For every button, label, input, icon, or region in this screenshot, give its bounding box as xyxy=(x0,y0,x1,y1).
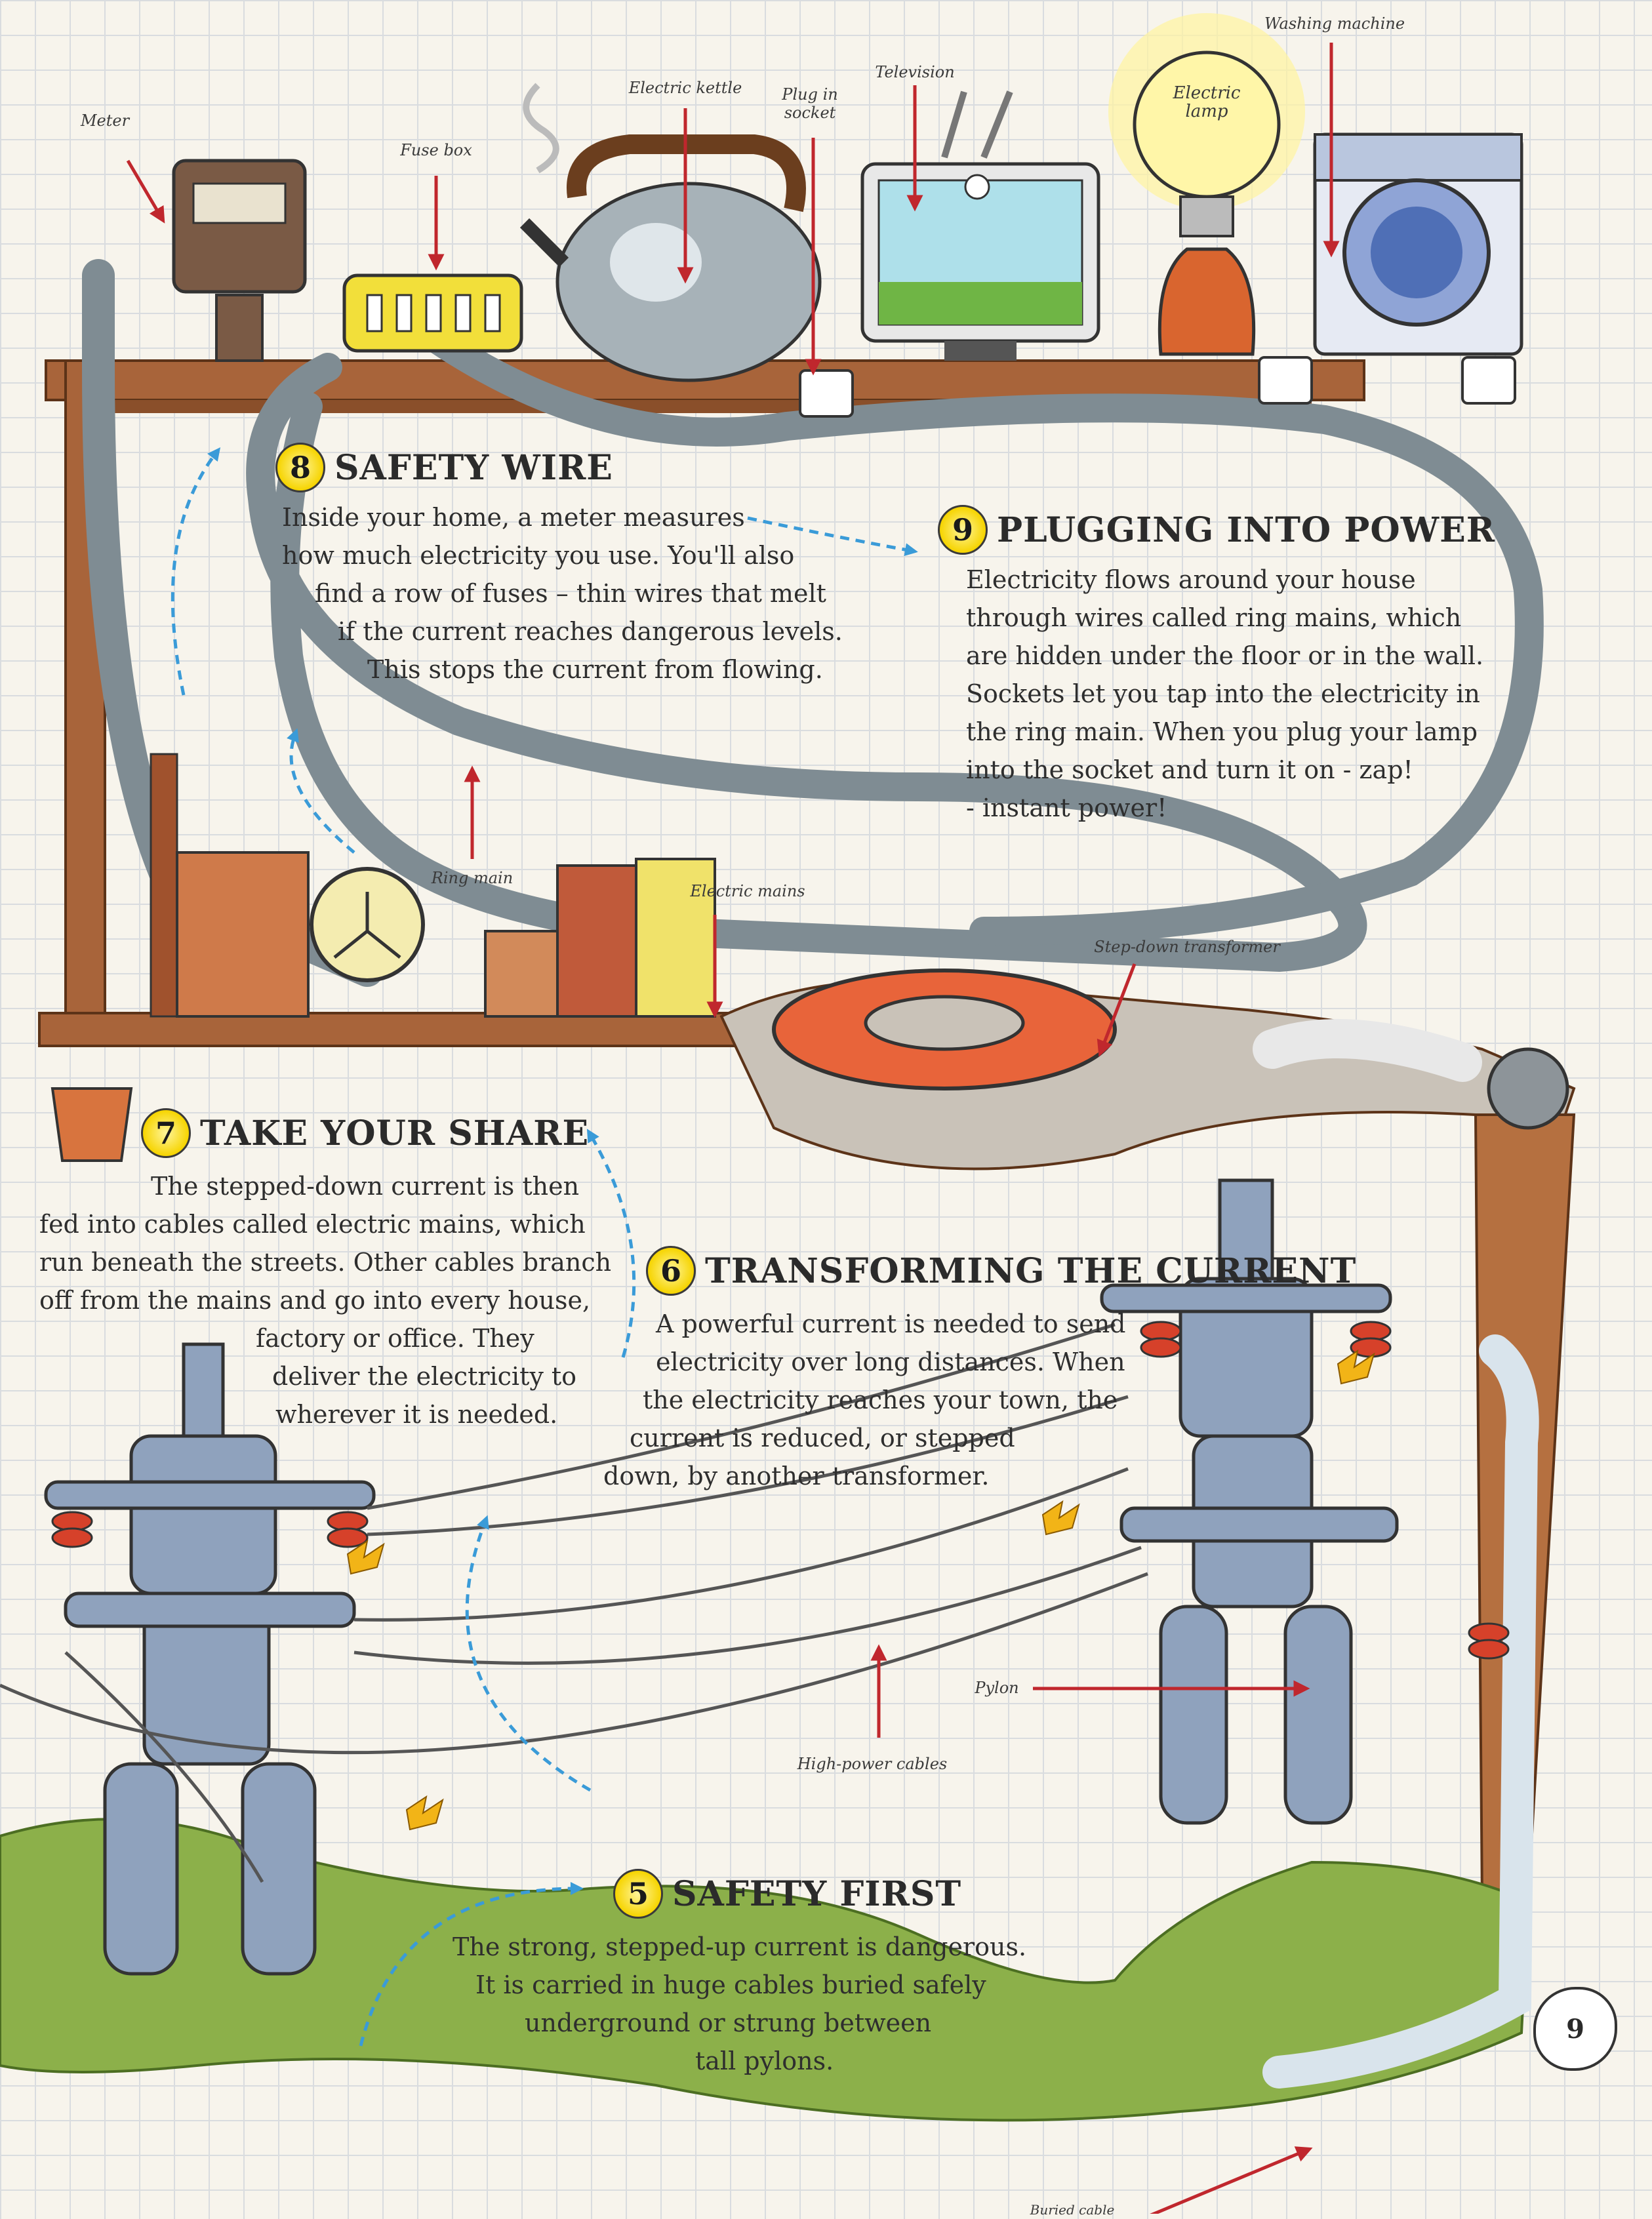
insulators xyxy=(51,1321,1510,1660)
transformer-illustration xyxy=(772,969,1569,1130)
section-transforming-the-current: 6 TRANSFORMING THE CURRENT xyxy=(646,1246,1356,1296)
section-heading: 6 TRANSFORMING THE CURRENT xyxy=(646,1246,1356,1296)
text-line: Inside your home, a meter measures xyxy=(282,503,745,532)
section-title: SAFETY WIRE xyxy=(334,447,613,488)
text-line: deliver the electricity to xyxy=(272,1362,577,1391)
section-take-your-share-text: The stepped-down current is then fed int… xyxy=(39,1167,611,1433)
flower-pot xyxy=(50,1087,133,1162)
text-line: The stepped-down current is then xyxy=(151,1172,580,1201)
washing-machine-illustration xyxy=(1313,132,1523,356)
label-electric-kettle: Electric kettle xyxy=(628,79,742,97)
label-ring-main: Ring main xyxy=(431,869,514,887)
label-plug-in-socket-line1: Plug in xyxy=(782,85,838,104)
text-line: - instant power! xyxy=(966,793,1167,822)
text-line: are hidden under the floor or in the wal… xyxy=(966,641,1484,670)
section-title: PLUGGING INTO POWER xyxy=(997,510,1495,550)
section-safety-first-text: The strong, stepped-up current is danger… xyxy=(453,1928,1026,2080)
text-line: Electricity flows around your house xyxy=(966,565,1416,594)
section-title: TRANSFORMING THE CURRENT xyxy=(705,1250,1357,1291)
lamp-illustration xyxy=(1108,13,1305,356)
text-line: down, by another transformer. xyxy=(603,1462,990,1490)
text-line: find a row of fuses – thin wires that me… xyxy=(315,579,826,608)
pylon-right xyxy=(1100,1178,1399,1825)
text-line: how much electricity you use. You'll als… xyxy=(282,541,795,570)
label-electric-lamp: Electric lamp xyxy=(1161,84,1253,121)
label-meter: Meter xyxy=(80,111,130,130)
text-line: A powerful current is needed to send xyxy=(656,1309,1126,1338)
text-line: through wires called ring mains, which xyxy=(966,603,1462,632)
label-fuse-box: Fuse box xyxy=(400,141,472,159)
text-line: The strong, stepped-up current is danger… xyxy=(453,1932,1027,1961)
step-number-badge: 6 xyxy=(646,1246,696,1296)
text-line: fed into cables called electric mains, w… xyxy=(39,1210,586,1239)
section-heading: 7 TAKE YOUR SHARE xyxy=(141,1108,589,1158)
section-title: TAKE YOUR SHARE xyxy=(200,1113,590,1153)
section-plugging-into-power: 9 PLUGGING INTO POWER xyxy=(938,505,1495,555)
text-line: if the current reaches dangerous levels. xyxy=(338,617,843,646)
section-heading: 5 SAFETY FIRST xyxy=(613,1869,961,1919)
text-line: electricity over long distances. When xyxy=(656,1348,1125,1376)
text-line: run beneath the streets. Other cables br… xyxy=(39,1248,612,1277)
label-plug-in-socket-line2: socket xyxy=(784,104,836,122)
section-safety-wire-text: Inside your home, a meter measures how m… xyxy=(282,498,843,689)
section-transforming-the-current-text: A powerful current is needed to send ele… xyxy=(603,1305,1126,1495)
step-number-badge: 8 xyxy=(275,443,325,492)
label-buried-cable: Buried cable xyxy=(1030,2202,1115,2218)
label-electric-lamp-line1: Electric xyxy=(1173,83,1241,103)
section-take-your-share: 7 TAKE YOUR SHARE xyxy=(141,1108,589,1158)
text-line: This stops the current from flowing. xyxy=(367,655,823,684)
step-number-badge: 7 xyxy=(141,1108,191,1158)
kettle-illustration xyxy=(519,83,822,382)
fuse-box-illustration xyxy=(342,273,523,353)
label-step-down-transformer: Step-down transformer xyxy=(1094,938,1280,956)
flow-arrows xyxy=(171,447,918,2047)
pylon-left xyxy=(44,1342,376,1976)
text-line: factory or office. They xyxy=(256,1324,534,1353)
section-heading: 9 PLUGGING INTO POWER xyxy=(938,505,1495,555)
text-line: into the socket and turn it on - zap! xyxy=(966,755,1413,784)
section-title: SAFETY FIRST xyxy=(672,1873,962,1914)
text-line: off from the mains and go into every hou… xyxy=(39,1286,591,1315)
page-number: 9 xyxy=(1533,1987,1617,2071)
text-line: tall pylons. xyxy=(695,2047,834,2075)
section-plugging-into-power-text: Electricity flows around your house thro… xyxy=(966,561,1483,827)
grass-ground xyxy=(0,1334,1539,2122)
label-plug-in-socket: Plug in socket xyxy=(774,85,846,122)
label-high-power-cables: High-power cables xyxy=(797,1755,948,1773)
text-line: Sockets let you tap into the electricity… xyxy=(966,679,1480,708)
label-electric-mains: Electric mains xyxy=(690,882,805,900)
sockets xyxy=(799,356,1516,418)
section-safety-wire: 8 SAFETY WIRE xyxy=(275,443,613,492)
label-electric-lamp-line2: lamp xyxy=(1185,102,1228,121)
text-line: underground or strung between xyxy=(525,2009,932,2037)
step-number-badge: 9 xyxy=(938,505,988,555)
section-heading: 8 SAFETY WIRE xyxy=(275,443,613,492)
text-line: the ring main. When you plug your lamp xyxy=(966,717,1478,746)
meter-illustration xyxy=(172,159,307,362)
label-television: Television xyxy=(875,63,955,81)
text-line: current is reduced, or stepped xyxy=(630,1424,1015,1452)
text-line: the electricity reaches your town, the xyxy=(643,1386,1118,1414)
junction-box xyxy=(310,867,425,982)
high-power-cables xyxy=(0,1323,1148,1883)
ring-main-cable xyxy=(246,353,1367,972)
step-number-badge: 5 xyxy=(613,1869,663,1919)
label-washing-machine: Washing machine xyxy=(1264,14,1405,33)
pointer-lines xyxy=(126,43,1340,2214)
label-pylon: Pylon xyxy=(975,1679,1019,1697)
text-line: It is carried in huge cables buried safe… xyxy=(475,1970,986,1999)
section-safety-first: 5 SAFETY FIRST xyxy=(613,1869,961,1919)
lightning-bolts xyxy=(346,1349,1375,1831)
text-line: wherever it is needed. xyxy=(275,1400,558,1429)
television-illustration xyxy=(860,90,1100,361)
town-illustration xyxy=(150,753,716,1018)
